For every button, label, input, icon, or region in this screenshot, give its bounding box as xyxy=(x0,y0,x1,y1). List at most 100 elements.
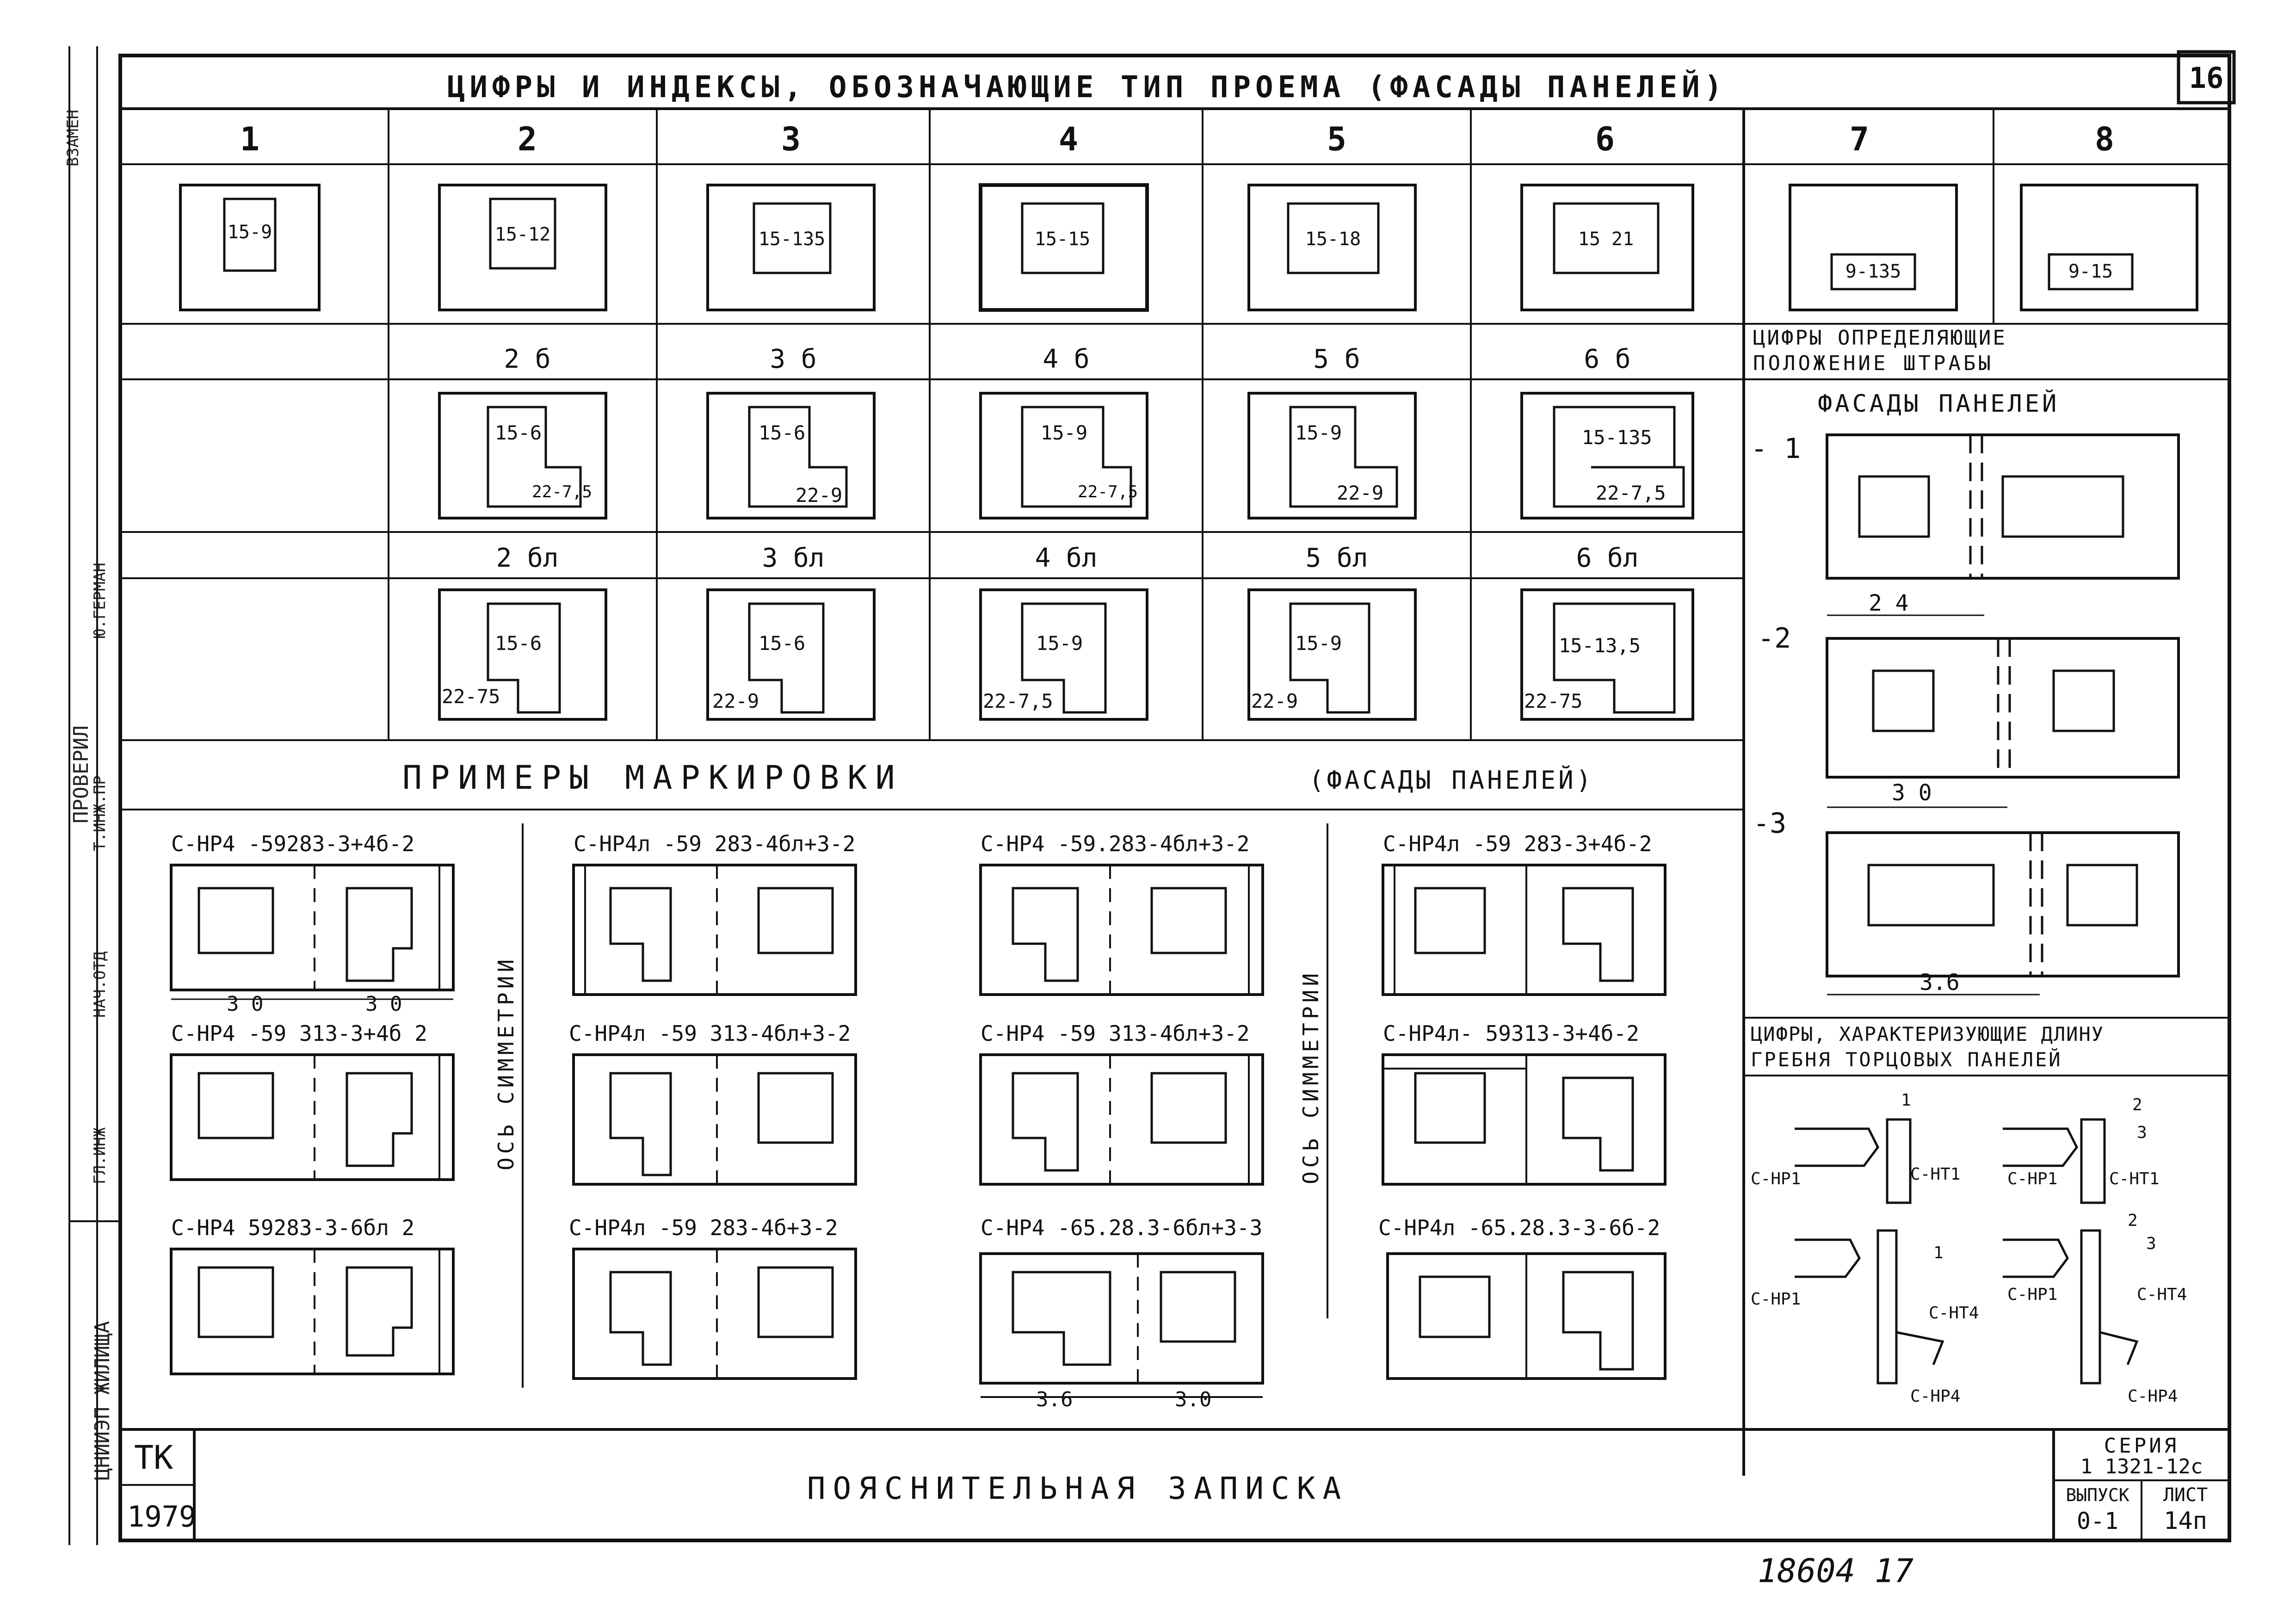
ridge-label-3: С-НР1 xyxy=(2007,1169,2057,1188)
stroba-diagrams: - 1 2 4 -2 3 0 -3 3.6 xyxy=(1751,433,2180,996)
example-dim-4: 3.0 xyxy=(1175,1388,1211,1411)
series-value: 1 1321-12с xyxy=(2080,1455,2203,1478)
stroba-label-1: - 1 xyxy=(1751,433,1801,465)
right-panel-title1: ЦИФРЫ ОПРЕДЕЛЯЮЩИЕ xyxy=(1753,326,2007,350)
ridge-details: С-НР1 С-НТ1 1 С-НР1 С-НТ1 2 3 С-НР1 С-НТ… xyxy=(1751,1091,2187,1406)
examples-subtitle: (ФАСАДЫ ПАНЕЛЕЙ) xyxy=(1309,766,1594,795)
row-b-bottom-4: 22-9 xyxy=(1337,482,1383,504)
column-header-2: 2 xyxy=(518,120,537,158)
row-b-bottom-1: 22-7,5 xyxy=(532,482,592,501)
row-b-label-4: 5 б xyxy=(1313,344,1360,374)
example-mark-6: С-НР4л -59 313-4бл+3-2 xyxy=(569,1021,851,1046)
example-dim-2: 3 0 xyxy=(365,992,402,1016)
row-bl-top-1: 15-6 xyxy=(495,632,542,655)
row-bl-top-3: 15-9 xyxy=(1036,632,1083,655)
ridge-label-7: С-НР1 xyxy=(2007,1285,2057,1304)
ridge-label-6: С-НТ4 xyxy=(1929,1304,1979,1323)
column-header-6: 6 xyxy=(1595,120,1615,158)
examples-title: ПРИМЕРЫ МАРКИРОВКИ xyxy=(402,759,903,797)
row-b-top-4: 15-9 xyxy=(1295,421,1342,444)
row-bl-top-2: 15-6 xyxy=(759,632,805,655)
row-b-top-5: 15-135 xyxy=(1582,426,1652,449)
example-mark-7: С-НР4 -59 313-4бл+3-2 xyxy=(981,1021,1250,1046)
type-label-5: 15-18 xyxy=(1305,229,1361,250)
ridge-label-11: 1 xyxy=(1901,1091,1911,1110)
ridge-label-9: С-НР4 xyxy=(1910,1387,1960,1406)
row-bl-label-4: 5 бл xyxy=(1306,543,1368,573)
stroba-dim-3: 3.6 xyxy=(1920,970,1960,996)
example-mark-11: С-НР4 -65.28.3-6бл+3-3 xyxy=(981,1215,1262,1240)
example-mark-5: С-НР4 -59 313-3+4б 2 xyxy=(171,1021,427,1046)
example-mark-4: С-НР4л -59 283-3+4б-2 xyxy=(1383,831,1652,856)
example-mark-10: С-НР4л -59 283-4б+3-2 xyxy=(569,1215,838,1240)
footer-number: 18604 17 xyxy=(1758,1552,1913,1590)
ridge-label-16: 3 xyxy=(2146,1234,2156,1253)
row-bl-bottom-3: 22-7,5 xyxy=(983,690,1053,712)
sheet-label: ЛИСТ xyxy=(2163,1484,2208,1506)
row-b-bottom-3: 22-7,5 xyxy=(1078,482,1138,501)
ridge-label-13: 3 xyxy=(2137,1123,2147,1142)
column-header-5: 5 xyxy=(1327,120,1346,158)
row-b-label-3: 4 б xyxy=(1043,344,1089,374)
example-marks: С-НР4 -59283-3+4б-2 С-НР4л -59 283-4бл+3… xyxy=(171,831,1660,1240)
column-header-8: 8 xyxy=(2095,120,2114,158)
type-row: 15-9 15-12 15-135 15-15 15-18 15 21 9-13… xyxy=(179,183,2198,312)
row-bl-labels: 2 бл 3 бл 4 бл 5 бл 6 бл xyxy=(496,543,1639,573)
ridge-label-10: С-НР4 xyxy=(2128,1387,2178,1406)
row-bl-label-5: 6 бл xyxy=(1576,543,1639,573)
ridge-label-15: 2 xyxy=(2128,1211,2138,1230)
ridge-label-14: 1 xyxy=(1933,1243,1944,1262)
row-b-top-3: 15-9 xyxy=(1041,421,1087,444)
right-panel-subtitle: ФАСАДЫ ПАНЕЛЕЙ xyxy=(1818,390,2059,418)
row-b-bottom-2: 22-9 xyxy=(796,484,842,507)
column-header-1: 1 xyxy=(240,120,259,158)
row-bl-top-5: 15-13,5 xyxy=(1559,634,1641,657)
row-b-panels: 15-6 22-7,5 15-6 22-9 15-9 22-7,5 15-9 2… xyxy=(438,392,1694,519)
example-panels: 3 0 3 0 xyxy=(170,864,1666,1411)
ridge-label-2: С-НТ1 xyxy=(1910,1165,1960,1184)
ridge-label-12: 2 xyxy=(2132,1095,2142,1114)
type-label-4: 15-15 xyxy=(1035,229,1090,250)
type-label-7: 9-135 xyxy=(1845,261,1901,282)
symmetry-axis-2: ОСЬ СИММЕТРИИ xyxy=(1298,970,1323,1184)
stroba-label-2: -2 xyxy=(1758,622,1791,655)
issue-label: ВЫПУСК xyxy=(2066,1485,2129,1505)
sheet-title: ЦИФРЫ И ИНДЕКСЫ, ОБОЗНАЧАЮЩИЕ ТИП ПРОЕМА… xyxy=(447,69,1727,105)
row-bl-top-4: 15-9 xyxy=(1295,632,1342,655)
ridge-title2: ГРЕБНЯ ТОРЦОВЫХ ПАНЕЛЕЙ xyxy=(1751,1048,2062,1071)
column-header-7: 7 xyxy=(1850,120,1869,158)
example-mark-9: С-НР4 59283-3-6бл 2 xyxy=(171,1215,414,1240)
ridge-title1: ЦИФРЫ, ХАРАКТЕРИЗУЮЩИЕ ДЛИНУ xyxy=(1751,1023,2104,1045)
row-b-label-2: 3 б xyxy=(770,344,816,374)
stroba-dim-2: 3 0 xyxy=(1892,780,1932,806)
symmetry-axis-1: ОСЬ СИММЕТРИИ xyxy=(494,956,518,1170)
row-b-bottom-5: 22-7,5 xyxy=(1596,482,1666,504)
example-mark-2: С-НР4л -59 283-4бл+3-2 xyxy=(574,831,855,856)
issue-value: 0-1 xyxy=(2077,1508,2118,1534)
row-bl-label-1: 2 бл xyxy=(496,543,559,573)
column-header-3: 3 xyxy=(781,120,801,158)
example-mark-1: С-НР4 -59283-3+4б-2 xyxy=(171,831,414,856)
row-b-label-5: 6 б xyxy=(1584,344,1630,374)
row-bl-panels: 15-6 22-75 15-6 22-9 15-9 22-7,5 15-9 22… xyxy=(438,588,1694,721)
row-b-top-2: 15-6 xyxy=(759,421,805,444)
document-title: ПОЯСНИТЕЛЬНАЯ ЗАПИСКА xyxy=(807,1471,1348,1506)
ridge-label-8: С-НТ4 xyxy=(2137,1285,2187,1304)
row-bl-bottom-4: 22-9 xyxy=(1251,690,1298,712)
type-label-8: 9-15 xyxy=(2068,261,2113,282)
example-mark-12: С-НР4л -65.28.3-3-6б-2 xyxy=(1378,1215,1660,1240)
row-bl-bottom-5: 22-75 xyxy=(1524,690,1582,712)
row-bl-label-2: 3 бл xyxy=(762,543,825,573)
type-label-1: 15-9 xyxy=(228,222,272,243)
type-label-6: 15 21 xyxy=(1578,229,1634,250)
year: 1979 xyxy=(127,1500,196,1534)
row-b-top-1: 15-6 xyxy=(495,421,542,444)
stroba-label-3: -3 xyxy=(1753,807,1786,840)
column-headers: 1 2 3 4 5 6 7 8 xyxy=(240,120,2114,158)
example-dim-1: 3 0 xyxy=(227,992,263,1016)
example-mark-3: С-НР4 -59.283-4бл+3-2 xyxy=(981,831,1250,856)
ridge-label-4: С-НТ1 xyxy=(2109,1169,2159,1188)
page-tag: 16 xyxy=(2189,61,2224,95)
series-label: СЕРИЯ xyxy=(2104,1434,2179,1458)
